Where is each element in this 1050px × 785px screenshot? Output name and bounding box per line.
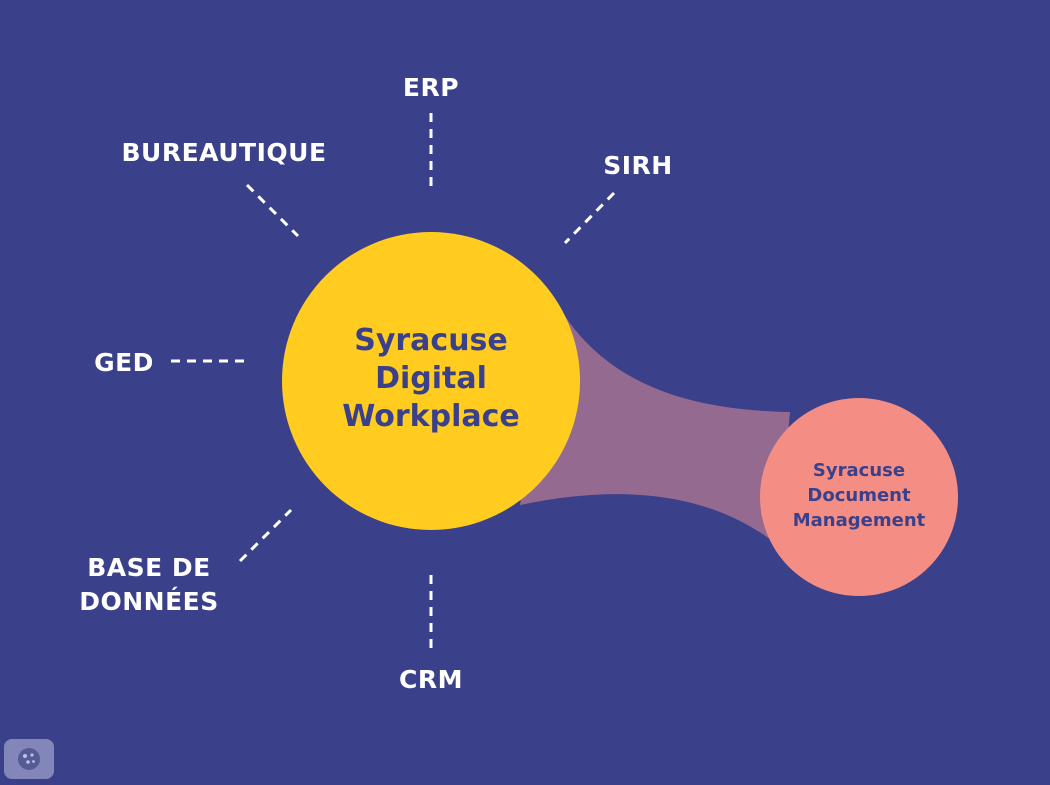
module-circle: [760, 398, 958, 596]
connector-sirh: [563, 191, 616, 245]
satellite-sirh: SIRH: [603, 151, 673, 180]
clipped-side-list: [1042, 160, 1050, 500]
hub-title-line-2: Digital: [375, 361, 487, 396]
module-title: Syracuse Document Management: [760, 458, 958, 533]
connector-bureautique: [245, 183, 300, 238]
connector-base: [238, 508, 293, 563]
satellite-ged: GED: [94, 348, 154, 377]
satellite-bureautique: BUREAUTIQUE: [121, 138, 327, 167]
hub-title-line-1: Syracuse: [354, 323, 508, 358]
module-title-line-1: Syracuse: [812, 460, 906, 481]
hub-title: Syracuse Digital Workplace: [282, 322, 580, 436]
hub-title-line-3: Workplace: [342, 399, 520, 434]
cookie-icon: [18, 748, 40, 770]
module-title-line-3: Management: [792, 510, 926, 531]
satellite-base-line-2: DONNÉES: [79, 587, 219, 616]
satellite-erp: ERP: [402, 73, 460, 102]
hub-circle: [282, 232, 580, 530]
cookie-settings-button[interactable]: [4, 739, 54, 779]
module-title-line-2: Document: [807, 485, 911, 506]
satellite-base-de-donnees: BASE DE DONNÉES: [66, 551, 232, 619]
satellite-crm: CRM: [399, 665, 463, 694]
connector-bridge: [520, 300, 790, 545]
satellite-base-line-1: BASE DE: [87, 553, 211, 582]
